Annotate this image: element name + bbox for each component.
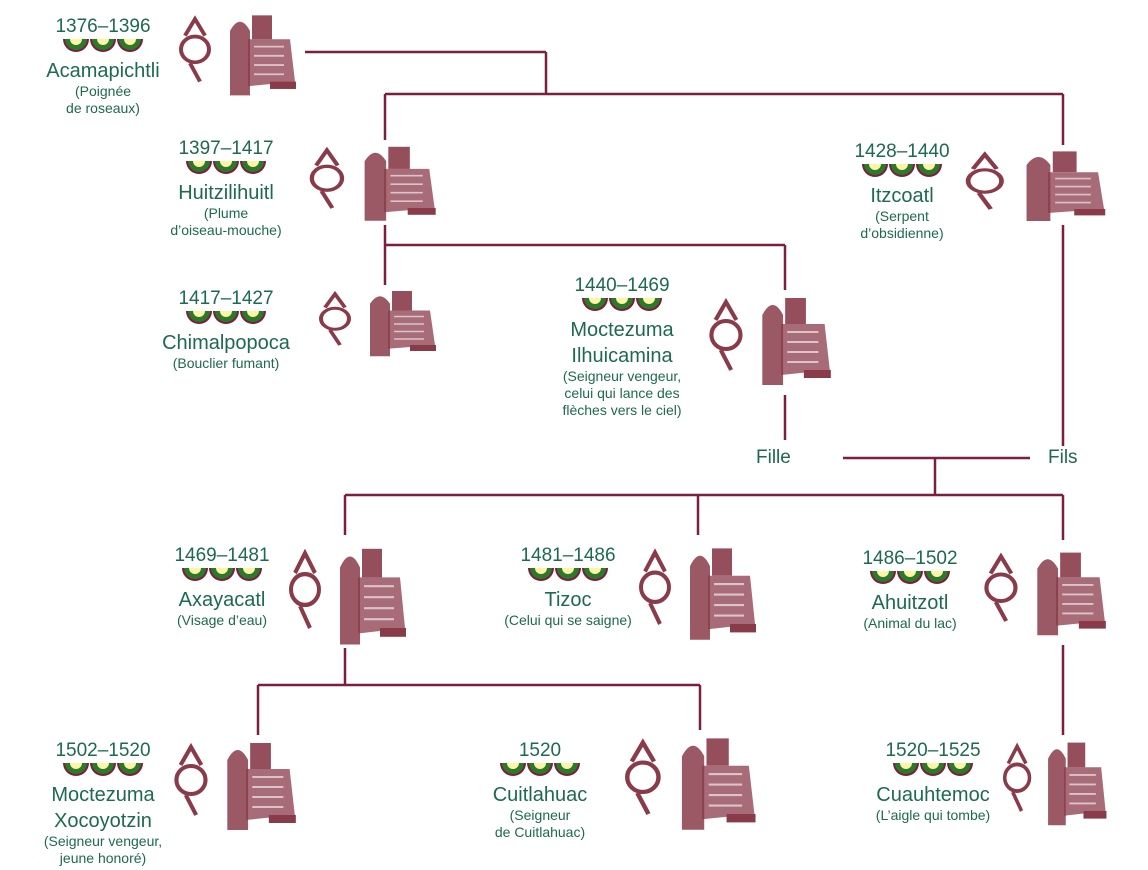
ruler-portrait (955, 145, 1110, 225)
name-meaning: (Poignée (74, 83, 132, 99)
ruler-portrait (630, 540, 760, 645)
name-glyph-icon (289, 548, 321, 629)
reign-ornament-icon (500, 763, 580, 776)
name-glyph-icon (984, 552, 1018, 622)
ruler-name: Axayacatl (178, 589, 266, 611)
reign-ornament-icon (182, 568, 262, 581)
reign-dates: 1376–1396 (55, 16, 151, 37)
ruler-portrait (170, 8, 300, 100)
name-meaning: (Visage d’eau) (176, 612, 268, 628)
reign-ornament-icon (63, 763, 143, 776)
seated-ruler-icon (690, 548, 756, 640)
reign-ornament-icon (186, 311, 266, 324)
ruler-name: Cuauhtemoc (876, 784, 990, 806)
ruler-name: Moctezuma (570, 319, 674, 341)
ruler-name: Cuitlahuac (492, 784, 588, 806)
ruler-name: Chimalpopoca (162, 332, 290, 354)
reign-ornament-icon (528, 568, 608, 581)
reign-dates: 1520 (518, 740, 562, 761)
name-meaning: flèches vers le ciel) (562, 402, 682, 418)
name-glyph-icon (1002, 742, 1032, 812)
seated-ruler-icon (681, 738, 756, 830)
reign-dates: 1440–1469 (574, 275, 670, 296)
name-glyph-icon (625, 738, 661, 815)
name-meaning: (Seigneur (509, 807, 571, 823)
ruler-name: Tizoc (544, 589, 592, 611)
seated-ruler-icon (1026, 151, 1106, 221)
name-meaning: celui qui lance des (564, 385, 680, 401)
ruler-name: Huitzilihuitl (178, 182, 274, 204)
reign-ornament-icon (582, 298, 662, 311)
reign-dates: 1502–1520 (55, 740, 151, 761)
seated-ruler-icon (364, 146, 436, 221)
ruler-portrait (615, 730, 760, 835)
reign-ornament-icon (862, 164, 942, 177)
ruler-name: Acamapichtli (46, 60, 160, 82)
name-meaning: (Bouclier fumant) (172, 355, 280, 371)
ruler-name: Itzcoatl (870, 185, 934, 207)
kinship-label-daughter: Fille (756, 447, 791, 468)
reign-dates: 1486–1502 (862, 548, 958, 569)
seated-ruler-icon (370, 291, 436, 357)
seated-ruler-icon (1048, 742, 1107, 826)
ruler-name: Ahuitzotl (871, 592, 949, 614)
reign-dates: 1417–1427 (178, 288, 274, 309)
name-glyph-icon (709, 297, 743, 371)
name-meaning: (L’aigle qui tombe) (875, 807, 991, 823)
ruler-name: Ilhuicamina (571, 345, 673, 367)
seated-ruler-icon (762, 298, 831, 385)
name-meaning: jeune honoré) (59, 850, 147, 866)
name-glyph-icon (309, 146, 345, 209)
reign-ornament-icon (63, 39, 143, 52)
name-meaning: d’obsidienne) (860, 225, 944, 241)
reign-ornament-icon (186, 161, 266, 174)
ruler-portrait (700, 290, 835, 390)
ruler-portrait (280, 540, 410, 650)
ruler-portrait (165, 735, 300, 835)
seated-ruler-icon (1037, 552, 1106, 636)
seated-ruler-icon (340, 548, 406, 645)
name-meaning: (Animal du lac) (863, 615, 957, 631)
name-meaning: (Serpent (875, 208, 929, 224)
reign-dates: 1428–1440 (854, 141, 950, 162)
name-glyph-icon (319, 290, 351, 346)
ruler-name: Xocoyotzin (54, 810, 152, 832)
reign-ornament-icon (870, 571, 950, 584)
name-meaning: (Seigneur vengeur, (43, 833, 163, 849)
name-glyph-icon (174, 742, 208, 816)
ruler-name: Moctezuma (51, 784, 155, 806)
name-meaning: d’oiseau-mouche) (170, 222, 282, 238)
reign-dates: 1397–1417 (178, 138, 274, 159)
name-meaning: (Celui qui se saigne) (504, 612, 632, 628)
reign-dates: 1520–1525 (885, 740, 981, 761)
ruler-portrait (975, 545, 1110, 640)
name-meaning: (Seigneur vengeur, (562, 368, 682, 384)
name-glyph-icon (179, 15, 211, 83)
name-meaning: de roseaux) (66, 100, 140, 116)
ruler-portrait (300, 140, 440, 225)
seated-ruler-icon (230, 15, 296, 96)
kinship-label-son: Fils (1048, 447, 1078, 468)
reign-ornament-icon (893, 763, 973, 776)
reign-dates: 1469–1481 (174, 545, 270, 566)
ruler-portrait (310, 285, 440, 360)
reign-dates: 1481–1486 (520, 545, 616, 566)
name-glyph-icon (965, 151, 1004, 210)
seated-ruler-icon (227, 743, 296, 830)
ruler-portrait (995, 735, 1110, 830)
name-meaning: (Plume (203, 205, 249, 221)
name-glyph-icon (639, 548, 671, 625)
name-meaning: de Cuitlahuac) (494, 824, 586, 840)
